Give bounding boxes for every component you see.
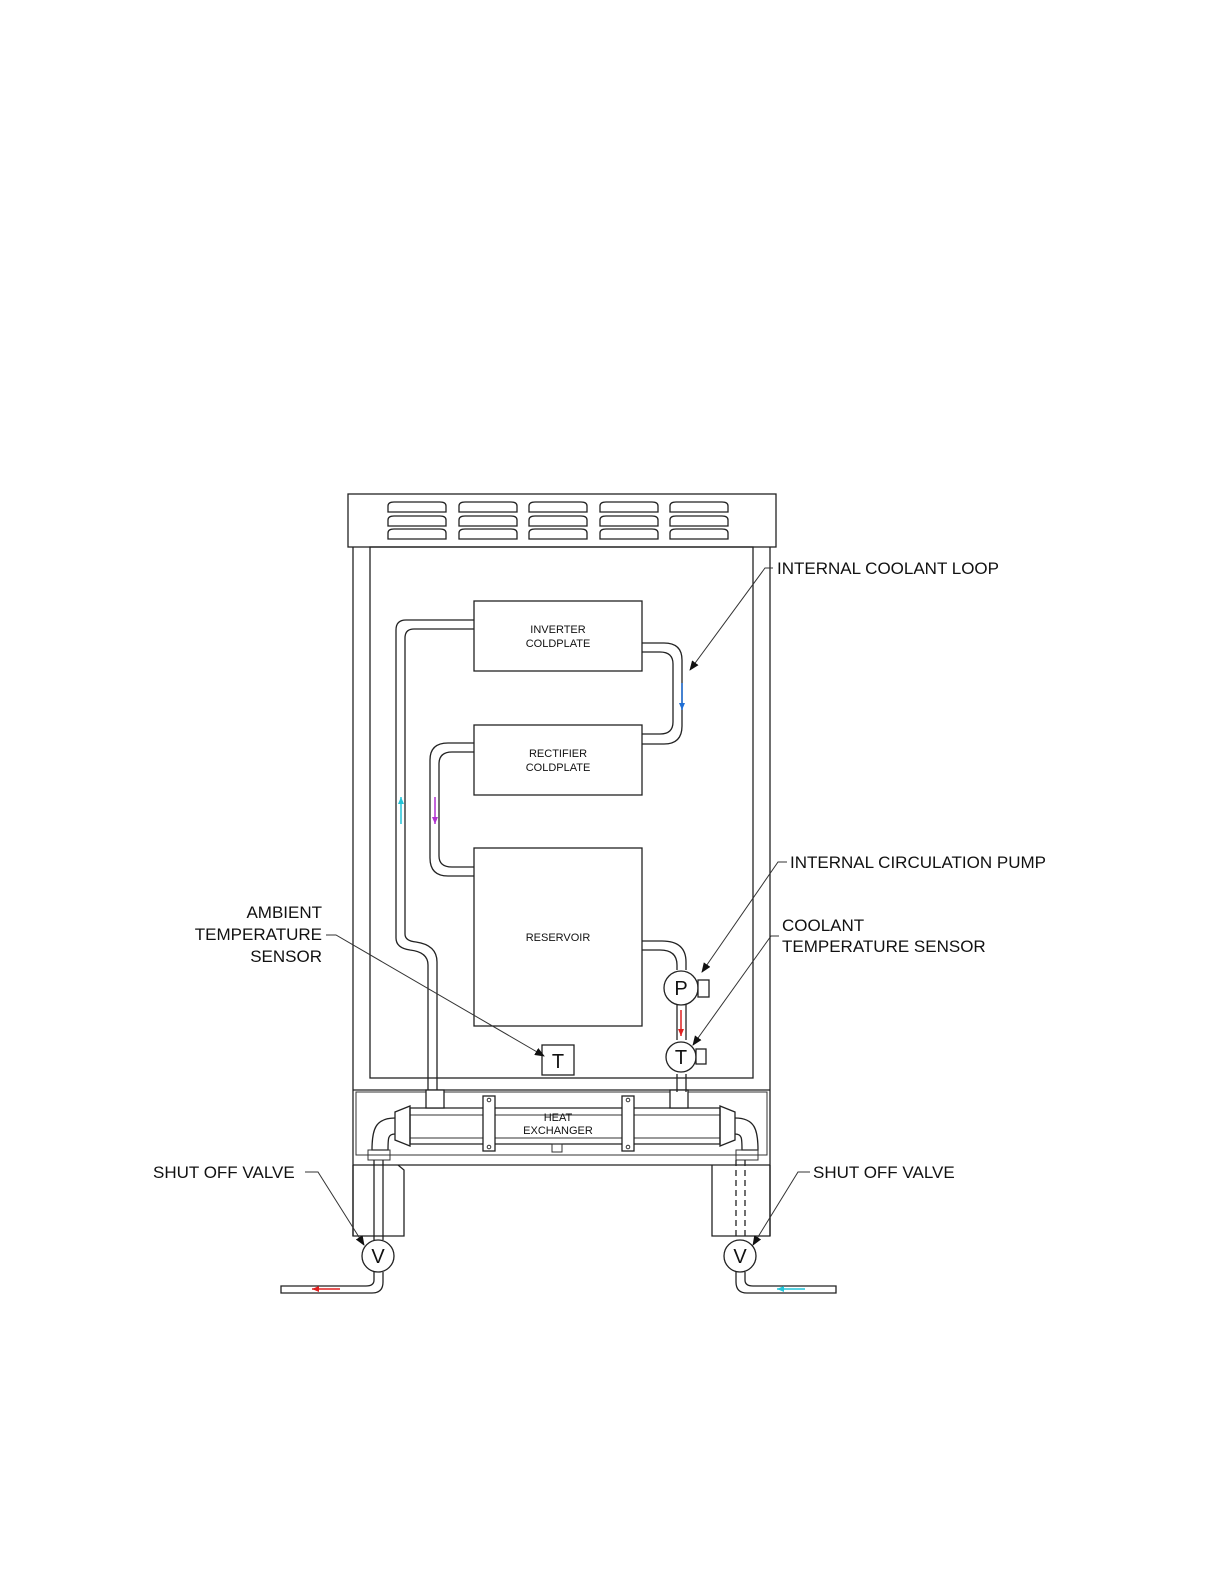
valve-left-symbol: V xyxy=(371,1246,385,1268)
vent-louver-3 xyxy=(529,502,587,539)
cabinet-top-vent-panel xyxy=(348,494,776,547)
vent-louver-2 xyxy=(459,502,517,539)
coolant-temperature-sensor: T xyxy=(666,1042,706,1072)
inverter-coldplate-label-line1: INVERTER xyxy=(530,624,585,636)
leader-shut-off-valve-right xyxy=(753,1172,810,1245)
label-internal-circulation-pump: INTERNAL CIRCULATION PUMP xyxy=(790,853,1046,872)
leader-internal-coolant-loop xyxy=(690,568,773,670)
leader-shut-off-valve-left xyxy=(305,1172,364,1245)
label-coolant-line1: COOLANT xyxy=(782,916,864,935)
right-shut-off-valve: V xyxy=(724,1240,756,1272)
flow-arrow-down-inverter-to-rectifier xyxy=(679,683,685,710)
heat-exchanger-compartment: HEAT EXCHANGER xyxy=(356,1090,767,1160)
cabinet-feet xyxy=(353,1165,770,1236)
label-internal-coolant-loop: INTERNAL COOLANT LOOP xyxy=(777,559,999,578)
rectifier-coldplate-label-line1: RECTIFIER xyxy=(529,748,587,760)
label-ambient-line2: TEMPERATURE xyxy=(195,925,322,944)
ambient-temperature-sensor: T xyxy=(542,1045,574,1075)
pump-symbol: P xyxy=(674,978,687,1000)
label-shut-off-valve-right: SHUT OFF VALVE xyxy=(813,1163,955,1182)
inverter-coldplate: INVERTER COLDPLATE xyxy=(474,601,642,671)
coolant-sensor-symbol: T xyxy=(675,1047,687,1069)
heat-exchanger-label-line1: HEAT xyxy=(544,1112,573,1124)
left-shut-off-valve: V xyxy=(362,1240,394,1272)
vent-louver-5 xyxy=(670,502,728,539)
flow-arrow-left-inlet xyxy=(777,1286,805,1292)
flow-arrow-down-rectifier-to-reservoir xyxy=(432,797,438,824)
label-ambient-line1: AMBIENT xyxy=(246,903,322,922)
leader-internal-circulation-pump xyxy=(702,862,787,972)
label-shut-off-valve-left: SHUT OFF VALVE xyxy=(153,1163,295,1182)
flow-arrow-up-return xyxy=(398,797,404,824)
vent-louver-4 xyxy=(600,502,658,539)
flow-arrow-down-pump-to-sensor xyxy=(678,1010,684,1036)
circulation-pump: P xyxy=(664,971,709,1005)
vent-louver-1 xyxy=(388,502,446,539)
reservoir-label: RESERVOIR xyxy=(526,932,591,944)
ambient-sensor-symbol: T xyxy=(552,1051,564,1073)
rectifier-coldplate-label-line2: COLDPLATE xyxy=(526,762,591,774)
flow-arrow-left-outlet xyxy=(312,1286,340,1292)
label-ambient-line3: SENSOR xyxy=(250,947,322,966)
heat-exchanger-label-line2: EXCHANGER xyxy=(523,1125,593,1137)
reservoir: RESERVOIR xyxy=(474,848,642,1026)
rectifier-coldplate: RECTIFIER COLDPLATE xyxy=(474,725,642,795)
valve-right-symbol: V xyxy=(733,1246,747,1268)
inverter-coldplate-label-line2: COLDPLATE xyxy=(526,638,591,650)
label-coolant-line2: TEMPERATURE SENSOR xyxy=(782,937,986,956)
left-outlet-piping xyxy=(281,1160,383,1293)
